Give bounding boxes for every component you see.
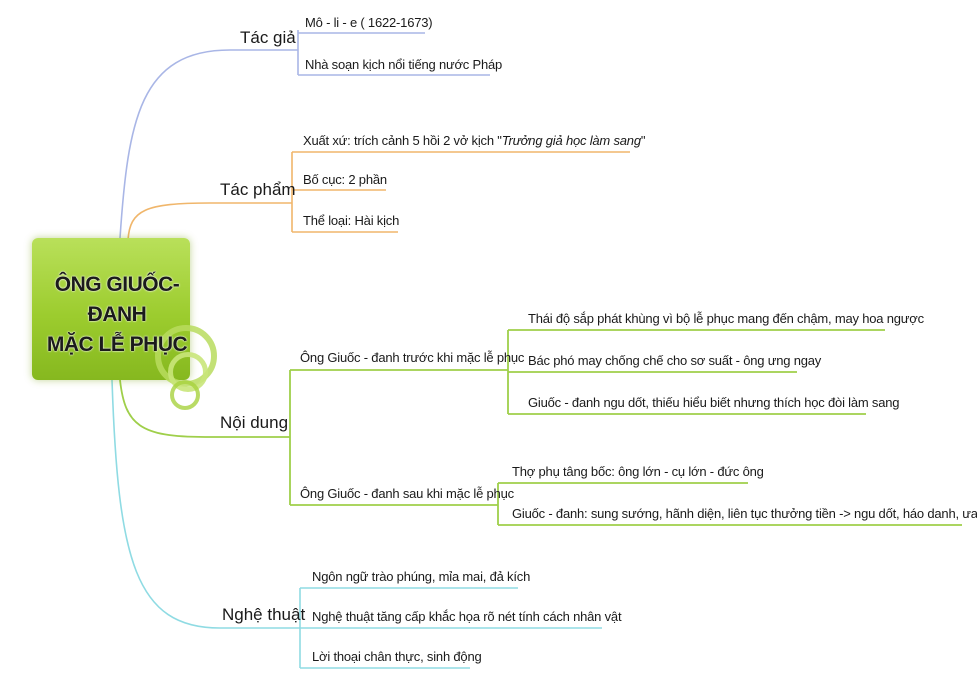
- connector-noi-dung: [119, 329, 962, 526]
- nghe-thuat-item-2[interactable]: Nghệ thuật tăng cấp khắc họa rõ nét tính…: [312, 609, 622, 624]
- sau-item-1[interactable]: Thợ phụ tâng bốc: ông lớn - cụ lớn - đức…: [512, 464, 764, 479]
- branch-tac-gia[interactable]: Tác giả: [240, 28, 296, 47]
- noi-dung-sub-truoc[interactable]: Ông Giuốc - đanh trước khi mặc lễ phục: [300, 350, 525, 365]
- central-topic-line-1: ÔNG GIUỐC- ĐANH: [54, 273, 180, 326]
- connector-nghe-thuat: [111, 379, 602, 669]
- connector-tac-pham: [127, 151, 630, 241]
- central-topic-title: ÔNG GIUỐC- ĐANH MẶC LỄ PHỤC: [32, 270, 202, 360]
- nghe-thuat-item-3[interactable]: Lời thoại chân thực, sinh động: [312, 649, 482, 664]
- connector-tac-gia: [119, 30, 490, 239]
- noi-dung-sub-sau[interactable]: Ông Giuốc - đanh sau khi mặc lễ phục: [300, 486, 514, 501]
- branch-noi-dung[interactable]: Nội dung: [220, 413, 289, 432]
- truoc-item-1[interactable]: Thái độ sắp phát khùng vì bộ lễ phục man…: [528, 311, 924, 326]
- central-topic-line-2: MẶC LỄ PHỤC: [46, 333, 188, 356]
- xuat-xu-quote: ": [640, 133, 646, 148]
- truoc-item-3[interactable]: Giuốc - đanh ngu dốt, thiếu hiểu biết nh…: [528, 395, 900, 410]
- tac-pham-item-the-loai[interactable]: Thể loại: Hài kịch: [303, 213, 400, 228]
- branch-tac-pham[interactable]: Tác phẩm: [220, 180, 296, 199]
- tac-gia-item-2[interactable]: Nhà soạn kịch nổi tiếng nước Pháp: [305, 57, 503, 72]
- tac-pham-item-bo-cuc[interactable]: Bố cục: 2 phần: [303, 172, 387, 187]
- truoc-item-2[interactable]: Bác phó may chống chế cho sơ suất - ông …: [528, 353, 822, 368]
- nghe-thuat-item-1[interactable]: Ngôn ngữ trào phúng, mỉa mai, đả kích: [312, 569, 531, 584]
- xuat-xu-work-title: Trưởng giả học làm sang: [501, 133, 641, 148]
- xuat-xu-text: Xuất xứ: trích cảnh 5 hồi 2 vở kịch ": [303, 133, 502, 148]
- decorative-ring-icon: [170, 380, 200, 410]
- branch-nghe-thuat[interactable]: Nghệ thuật: [222, 605, 306, 624]
- tac-pham-item-xuat-xu[interactable]: Xuất xứ: trích cảnh 5 hồi 2 vở kịch "Trư…: [303, 133, 646, 148]
- sau-item-2[interactable]: Giuốc - đanh: sung sướng, hãnh diện, liê…: [512, 506, 977, 521]
- tac-gia-item-1[interactable]: Mô - li - e ( 1622-1673): [305, 15, 433, 30]
